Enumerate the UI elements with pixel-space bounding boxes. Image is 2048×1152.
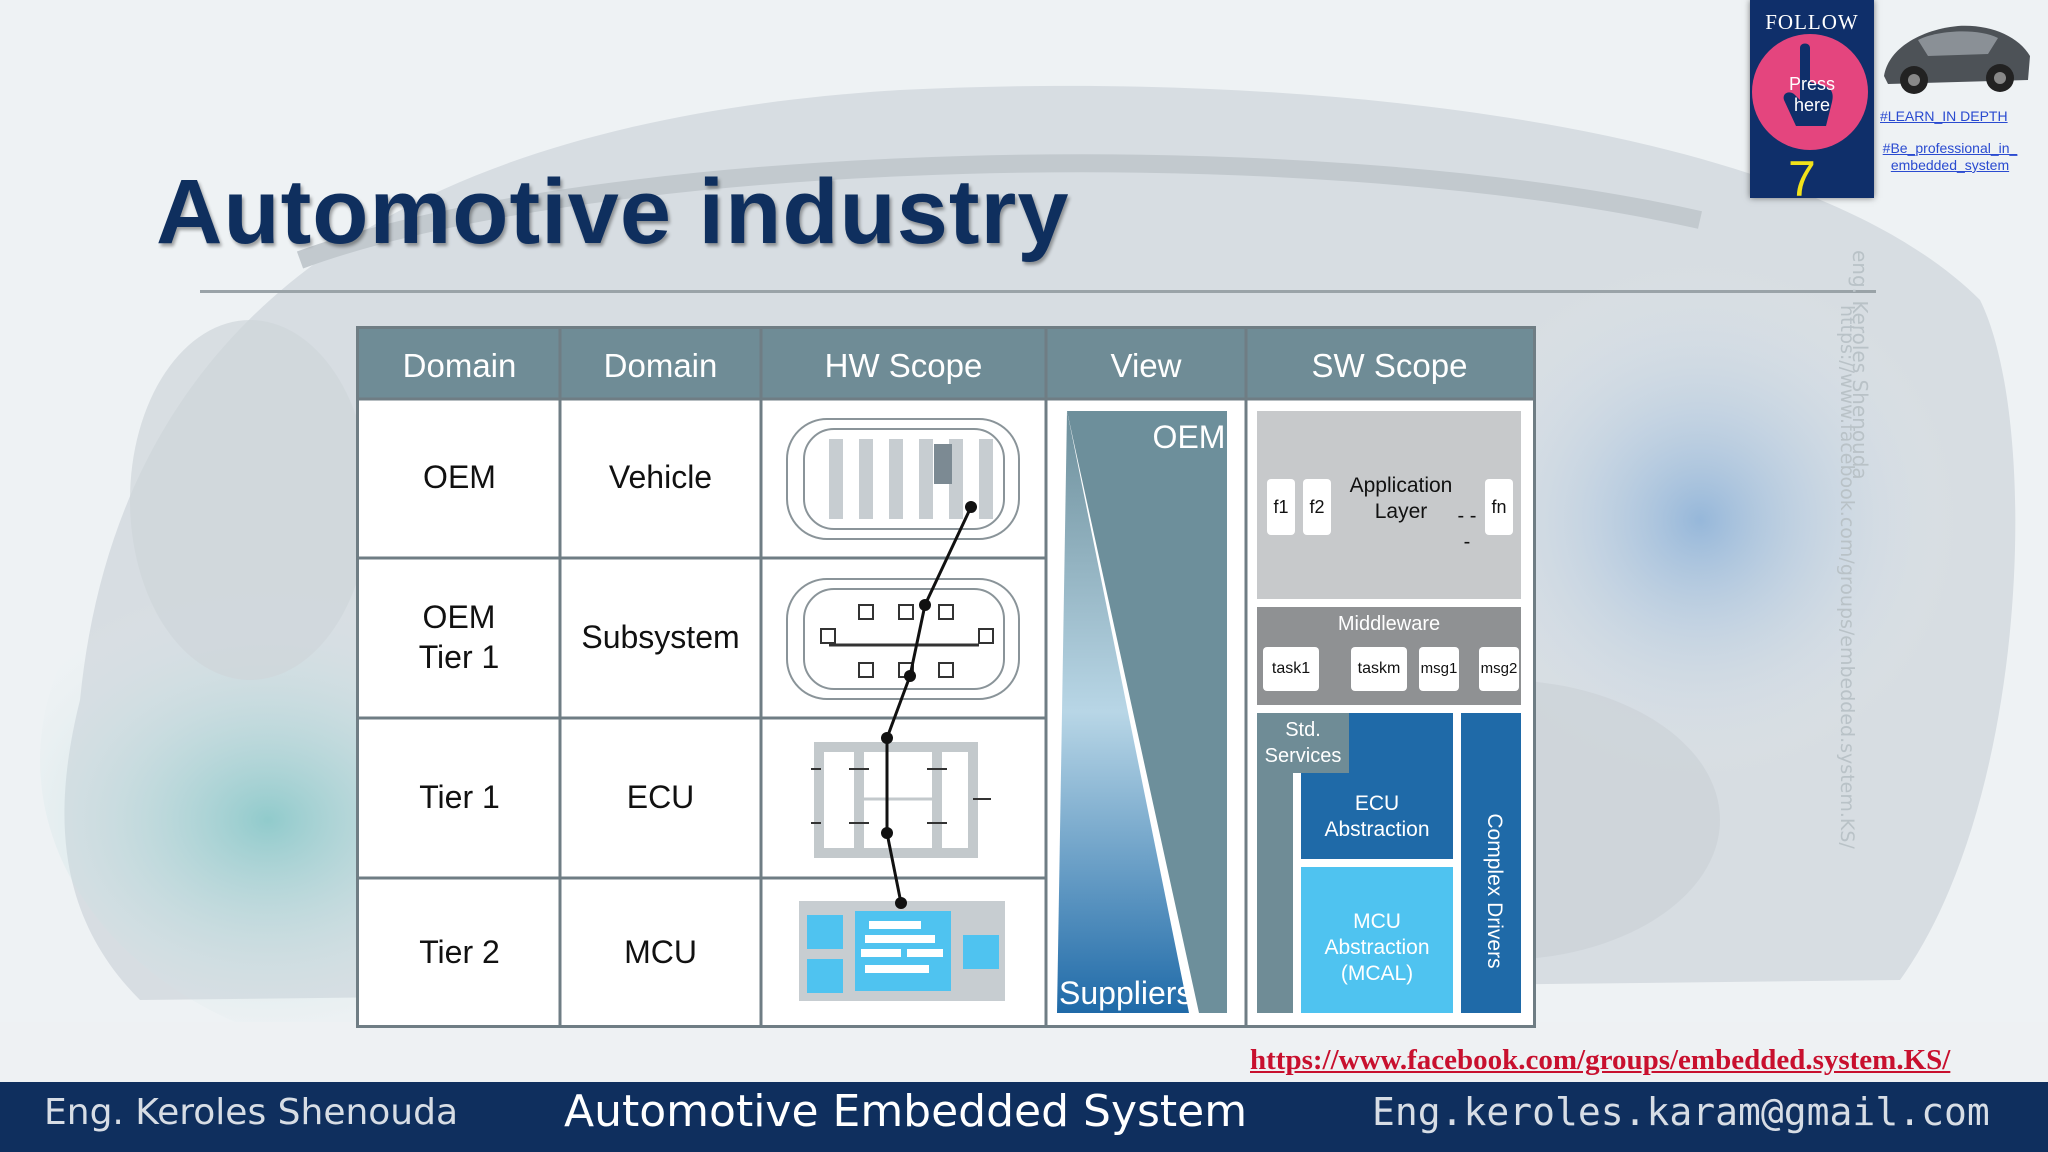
- table-graphics: [359, 329, 1533, 1025]
- scope-connector-line: [885, 506, 973, 904]
- automotive-scope-table: Domain Domain HW Scope View SW Scope OEM…: [356, 326, 1536, 1028]
- sw-application-layer-bg: [1257, 411, 1521, 599]
- follow-count: 7: [1788, 151, 1816, 207]
- sw-fn-box: fn: [1485, 479, 1513, 535]
- press-here-label: Press here: [1788, 74, 1835, 115]
- sw-f2-box: f2: [1303, 479, 1331, 535]
- row-org-tier2: Tier 2: [419, 934, 500, 970]
- row-org-tier1: Tier 1: [419, 779, 500, 815]
- view-wedge: [1067, 411, 1227, 1013]
- vehicle-drawing: [786, 418, 1020, 540]
- footer-email: Eng.keroles.karam@gmail.com: [1372, 1090, 1990, 1134]
- sw-complex-drivers-label: Complex Drivers: [1483, 813, 1506, 969]
- row-domain-vehicle: Vehicle: [608, 459, 713, 495]
- car-thumbnail: [1884, 25, 2030, 94]
- view-suppliers-label: Suppliers: [1059, 975, 1193, 1011]
- header-hw-scope: HW Scope: [824, 347, 983, 384]
- sw-std-services-bg: [1257, 713, 1349, 1013]
- sw-taskm-box: taskm: [1351, 647, 1407, 691]
- press-here-icon[interactable]: [1750, 30, 1870, 150]
- footer-course-title: Automotive Embedded System: [564, 1086, 1248, 1137]
- row-org-oem: OEM: [423, 459, 496, 495]
- header-domain-org: Domain: [402, 347, 517, 384]
- header-view: View: [1110, 347, 1182, 384]
- view-oem-label: OEM: [1152, 419, 1226, 455]
- subsystem-drawing: [786, 578, 1020, 700]
- footer-author: Eng. Keroles Shenouda: [44, 1092, 459, 1133]
- sw-middleware-label: Middleware: [1337, 613, 1441, 635]
- footer-bar: [0, 1082, 2048, 1152]
- sw-mcu-abstraction-bg: [1301, 867, 1453, 1013]
- sw-task1-box: task1: [1263, 647, 1319, 691]
- sw-f1-box: f1: [1267, 479, 1295, 535]
- sw-std-services-label: Std. Services: [1264, 719, 1342, 767]
- header-sw-scope: SW Scope: [1311, 347, 1468, 384]
- title-divider: [200, 290, 1876, 293]
- header-domain: Domain: [603, 347, 718, 384]
- sw-msg2-box: msg2: [1479, 647, 1519, 691]
- sw-msg1-box: msg1: [1419, 647, 1459, 691]
- sw-dashes-1: - - -: [1457, 505, 1477, 553]
- sw-mcu-abstraction-label: MCU Abstraction (MCAL): [1324, 910, 1430, 985]
- row-org-oem-tier1: OEM Tier 1: [418, 599, 500, 675]
- tag-be-professional[interactable]: #Be_professional_in_ embedded_system: [1882, 140, 2018, 173]
- row-domain-ecu: ECU: [626, 779, 695, 815]
- watermark-url: https://www.facebook.com/groups/embedded…: [1836, 305, 1858, 849]
- sw-ecu-abstraction-label: ECU Abstraction: [1324, 792, 1430, 841]
- slide-title: Automotive industry: [156, 161, 1070, 263]
- row-domain-mcu: MCU: [624, 934, 697, 970]
- facebook-group-link[interactable]: https://www.facebook.com/groups/embedded…: [1250, 1044, 1951, 1076]
- tag-learn-in-depth[interactable]: #LEARN_IN DEPTH: [1880, 108, 2008, 124]
- row-domain-subsystem: Subsystem: [581, 619, 740, 655]
- view-wedge-suppliers: [1057, 411, 1189, 1013]
- ecu-drawing: [814, 742, 978, 858]
- mcu-drawing: [799, 901, 1005, 1001]
- sw-application-layer-label: Application Layer: [1349, 474, 1453, 523]
- sw-complex-drivers-bg: [1461, 713, 1521, 1013]
